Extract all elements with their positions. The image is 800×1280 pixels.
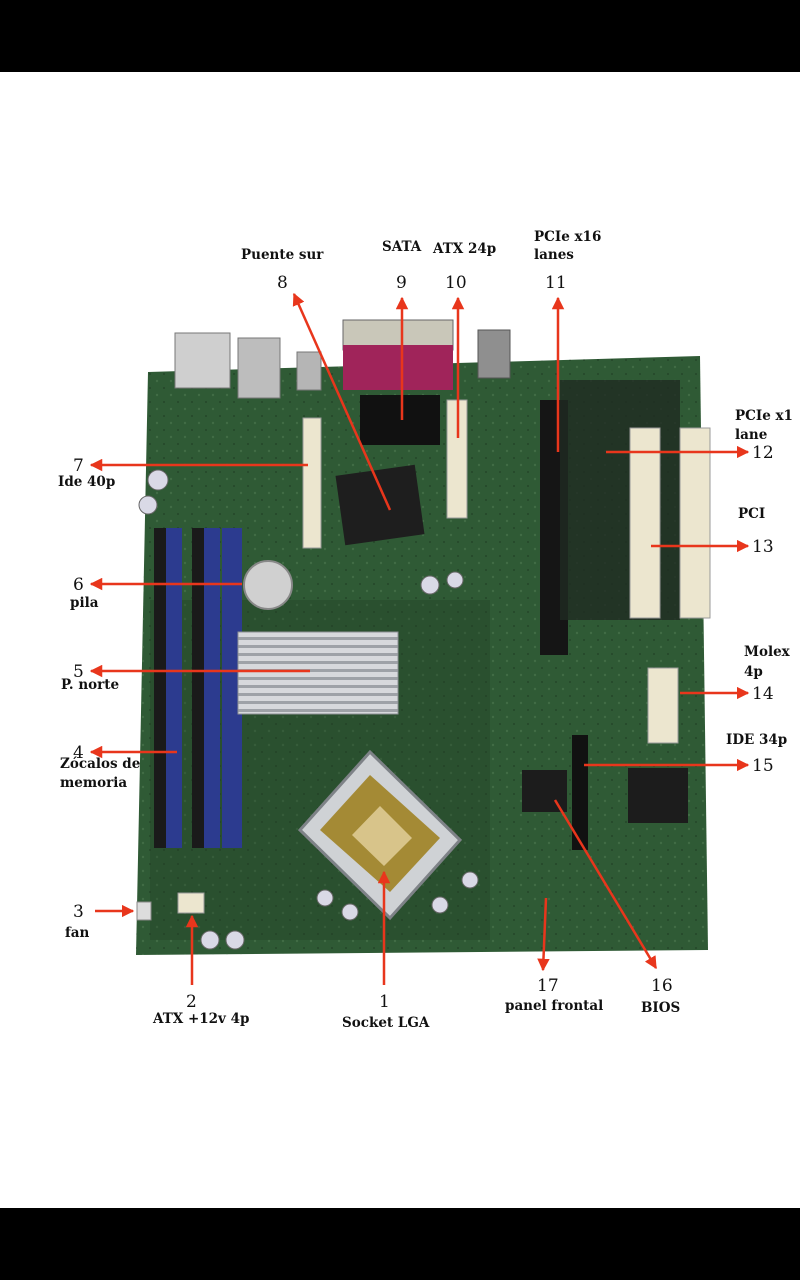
- atx-12v-connector: [178, 893, 204, 913]
- callout-number-2: 2: [186, 992, 197, 1012]
- label-front-panel: panel frontal: [505, 998, 603, 1014]
- callout-number-16: 16: [651, 976, 673, 996]
- callout-number-11: 11: [545, 273, 567, 293]
- callout-number-10: 10: [445, 273, 467, 293]
- molex-connector: [648, 668, 678, 743]
- label-ide-40: Ide 40p: [58, 474, 115, 490]
- label-pcie-x16-line-2: lanes: [534, 247, 574, 263]
- ide-40-connector: [303, 418, 321, 548]
- callout-number-3: 3: [73, 902, 84, 922]
- label-pcie-x1-line-1: PCIe x1: [735, 408, 793, 424]
- callout-number-15: 15: [752, 756, 774, 776]
- io-controller-chip: [628, 768, 688, 823]
- callout-number-13: 13: [752, 537, 774, 557]
- callout-number-9: 9: [396, 273, 407, 293]
- callout-number-8: 8: [277, 273, 288, 293]
- label-battery: pila: [70, 595, 99, 611]
- label-molex-line-2: 4p: [744, 664, 763, 680]
- callout-number-7: 7: [73, 456, 84, 476]
- south-bridge-chip: [336, 465, 425, 545]
- label-south-bridge: Puente sur: [241, 247, 324, 263]
- label-pcie-x1-line-2: lane: [735, 427, 767, 443]
- label-fan: fan: [65, 925, 90, 941]
- callout-number-12: 12: [752, 443, 774, 463]
- fan-connector: [137, 902, 151, 920]
- callout-number-14: 14: [752, 684, 774, 704]
- sata-connectors: [360, 395, 440, 445]
- label-bios: BIOS: [641, 1000, 680, 1016]
- callout-number-17: 17: [537, 976, 559, 996]
- label-memory-line-1: Zócalos de: [60, 756, 140, 772]
- label-socket-lga: Socket LGA: [342, 1015, 430, 1031]
- bios-chip: [522, 770, 567, 812]
- label-ide-34: IDE 34p: [726, 732, 787, 748]
- label-memory-line-2: memoria: [60, 775, 127, 791]
- label-sata: SATA: [382, 239, 422, 255]
- label-pcie-x16-line-1: PCIe x16: [534, 229, 601, 245]
- north-bridge-heatsink: [238, 632, 398, 714]
- label-atx-24: ATX 24p: [432, 241, 496, 257]
- label-pci: PCI: [738, 506, 765, 522]
- callout-number-6: 6: [73, 575, 84, 595]
- memory-slots: [154, 528, 242, 848]
- label-atx-12v: ATX +12v 4p: [152, 1011, 249, 1027]
- callout-number-1: 1: [379, 992, 390, 1012]
- cmos-battery: [244, 561, 292, 609]
- label-molex-line-1: Molex: [744, 644, 791, 660]
- label-north-bridge: P. norte: [61, 677, 119, 693]
